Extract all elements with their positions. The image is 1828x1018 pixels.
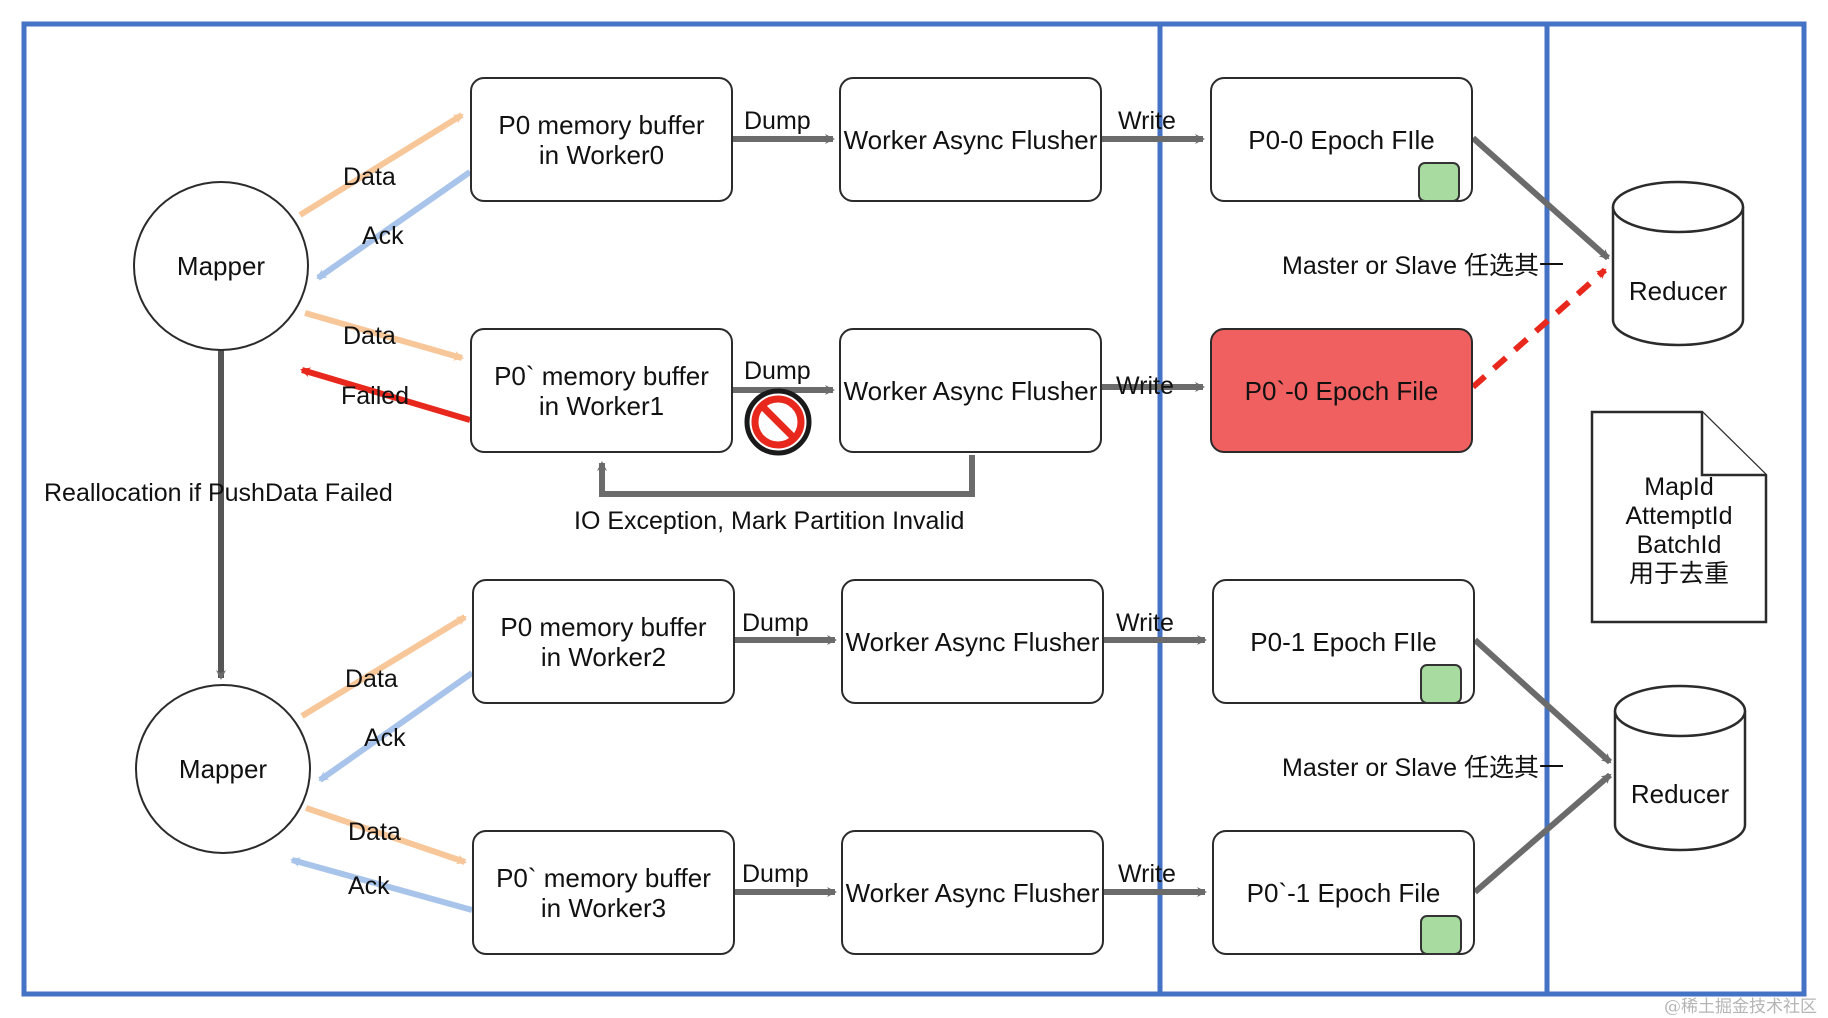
ok-marker	[1420, 664, 1462, 704]
outer-frame	[21, 21, 1807, 997]
dedup-note-shape	[1590, 410, 1768, 624]
read-arrow-4	[1473, 772, 1612, 895]
write-label: Write	[1118, 860, 1176, 888]
buffer-title: P0` memory buffer	[494, 360, 709, 391]
reducer-label: Reducer	[1628, 276, 1728, 306]
mapper-node-2: Mapper	[135, 684, 311, 854]
failed-label: Failed	[341, 382, 410, 410]
buffer-worker: in Worker3	[540, 892, 667, 923]
data-arrow-4	[305, 805, 467, 865]
no-entry-icon	[744, 388, 812, 456]
memory-buffer-worker3: P0` memory buffer in Worker3	[472, 830, 735, 955]
note-line: MapId	[1644, 473, 1714, 501]
master-slave-label: Master or Slave 任选其一	[1282, 754, 1565, 782]
note-line: BatchId	[1636, 531, 1722, 559]
ack-label: Ack	[348, 872, 390, 900]
epoch-file-label: P0`-0 Epoch File	[1244, 375, 1439, 406]
ok-marker	[1420, 915, 1462, 955]
data-label: Data	[343, 163, 396, 191]
dump-label: Dump	[742, 609, 809, 637]
memory-buffer-worker0: P0 memory buffer in Worker0	[470, 77, 733, 202]
ok-marker	[1418, 162, 1460, 202]
epoch-file-label: P0`-1 Epoch File	[1246, 877, 1441, 908]
note-line: 用于去重	[1628, 560, 1729, 588]
flusher-label: Worker Async Flusher	[845, 626, 1100, 657]
ack-arrow-4	[290, 857, 473, 913]
epoch-file-label: P0-0 Epoch FIle	[1248, 124, 1435, 155]
io-exception-arrow	[597, 455, 975, 497]
ack-arrow-1	[316, 169, 472, 281]
failed-arrow	[300, 367, 471, 423]
flusher-label: Worker Async Flusher	[843, 375, 1098, 406]
read-arrow-1	[1471, 135, 1610, 261]
data-arrow-1	[298, 112, 464, 218]
buffer-title: P0 memory buffer	[498, 109, 705, 140]
buffer-worker: in Worker0	[538, 139, 665, 170]
ack-label: Ack	[362, 222, 404, 250]
epoch-file-label: P0-1 Epoch FIle	[1250, 626, 1437, 657]
read-arrow-2-failed	[1471, 267, 1607, 390]
flusher-label: Worker Async Flusher	[843, 124, 1098, 155]
write-label: Write	[1116, 372, 1174, 400]
reducer-cylinder-2	[1613, 684, 1747, 852]
write-label: Write	[1118, 107, 1176, 135]
reducer-cylinder-1	[1611, 180, 1745, 347]
dump-label: Dump	[742, 860, 809, 888]
epoch-file-p0-0: P0-0 Epoch FIle	[1210, 77, 1473, 202]
async-flusher-2: Worker Async Flusher	[839, 328, 1102, 453]
data-label: Data	[345, 665, 398, 693]
data-arrow-3	[300, 614, 467, 719]
io-exception-label: IO Exception, Mark Partition Invalid	[574, 507, 965, 535]
buffer-worker: in Worker2	[540, 641, 667, 672]
dump-label: Dump	[744, 107, 811, 135]
memory-buffer-worker1: P0` memory buffer in Worker1	[470, 328, 733, 453]
data-label: Data	[348, 818, 401, 846]
read-arrow-3	[1472, 637, 1613, 765]
data-label: Data	[343, 322, 396, 350]
reducer-label: Reducer	[1630, 779, 1730, 809]
dump-label: Dump	[744, 357, 811, 385]
ack-arrow-3	[318, 670, 474, 783]
mapper-node-1: Mapper	[133, 181, 309, 351]
mapper-label: Mapper	[176, 250, 266, 281]
memory-buffer-worker2: P0 memory buffer in Worker2	[472, 579, 735, 704]
ack-label: Ack	[364, 724, 406, 752]
data-arrow-2	[304, 310, 464, 361]
reallocation-label: Reallocation if PushData Failed	[44, 479, 393, 507]
mapper-label: Mapper	[178, 753, 268, 784]
watermark: @稀土掘金技术社区	[1664, 997, 1817, 1017]
dedup-note: MapId AttemptId BatchId 用于去重	[1592, 473, 1766, 589]
async-flusher-1: Worker Async Flusher	[839, 77, 1102, 202]
buffer-worker: in Worker1	[538, 390, 665, 421]
buffer-title: P0 memory buffer	[500, 611, 707, 642]
note-line: AttemptId	[1625, 502, 1733, 530]
epoch-file-p0prime-0: P0`-0 Epoch File	[1210, 328, 1473, 453]
flusher-label: Worker Async Flusher	[845, 877, 1100, 908]
async-flusher-4: Worker Async Flusher	[841, 830, 1104, 955]
buffer-title: P0` memory buffer	[496, 862, 711, 893]
write-label: Write	[1116, 609, 1174, 637]
async-flusher-3: Worker Async Flusher	[841, 579, 1104, 704]
master-slave-label: Master or Slave 任选其一	[1282, 252, 1565, 280]
